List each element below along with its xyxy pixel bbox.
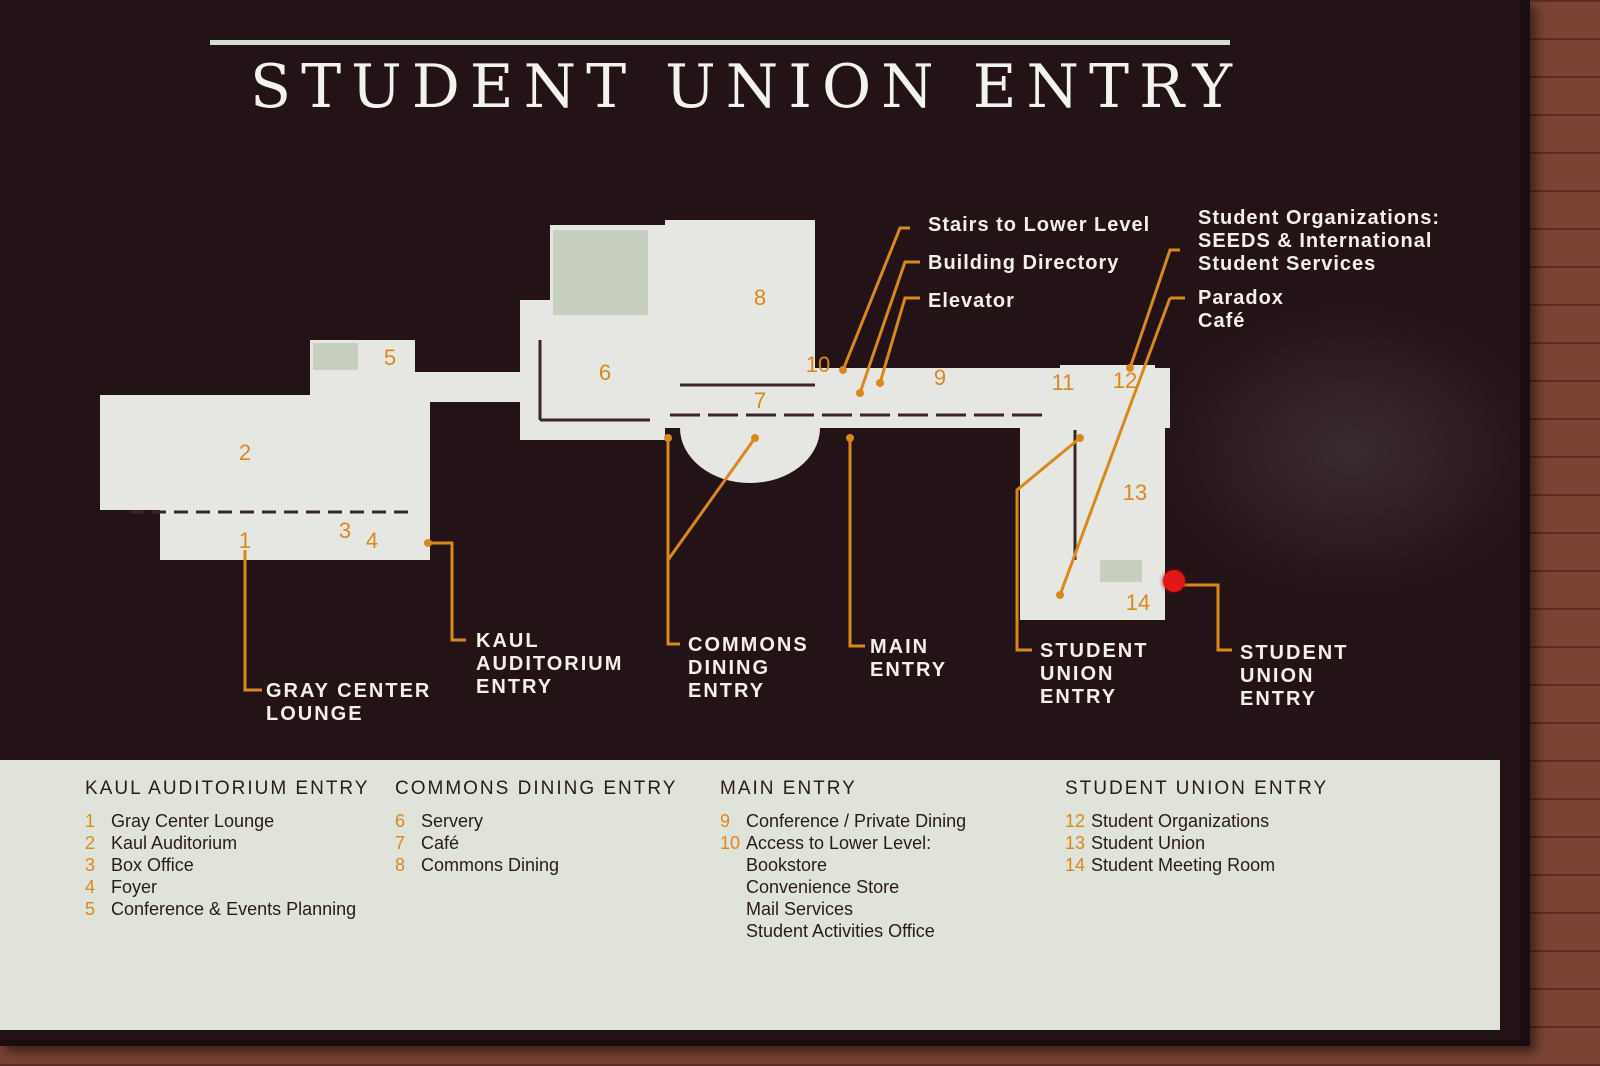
floor-plan: 1 2 3 4 5 6 7 8 9 10 11 12 13 14 [100,220,1232,692]
legend-subitem: Bookstore [746,855,828,875]
sign-title: STUDENT UNION ENTRY [250,52,1242,122]
room-number-3: 3 [339,518,351,543]
leader-dots [424,364,1134,599]
walls [130,340,1077,560]
room-numbers: 1 2 3 4 5 6 7 8 9 10 11 12 13 14 [239,285,1150,615]
room-number-1: 1 [239,528,251,553]
legend-subitem: Mail Services [746,899,854,919]
you-are-here-marker [1163,570,1185,592]
directory-sign: STUDENT UNION ENTRY [0,0,1530,1046]
connector-corridor [415,372,525,402]
legend-subitem: Student Activities Office [746,921,935,941]
building-footprint [100,220,1170,620]
commons-dining-block [665,220,815,370]
paradox-cafe-callout: Paradox Café [1198,287,1284,332]
leader-lines [243,226,1232,692]
legend-heading: MAIN ENTRY [720,778,857,799]
student-union-block [1020,415,1165,620]
elevator-callout: Elevator [928,290,1015,312]
room-number-10: 10 [806,352,830,377]
green-rooms [313,230,1142,582]
auditorium-block [100,395,430,510]
directory-callout: Building Directory [928,252,1120,274]
room-number-7: 7 [754,388,766,413]
cafe-rotunda [680,428,820,483]
legend-heading: KAUL AUDITORIUM ENTRY [85,778,370,799]
room-number-2: 2 [239,440,251,465]
room-number-6: 6 [599,360,611,385]
foyer-block [160,505,430,560]
legend-subitem: Convenience Store [746,877,900,897]
stairs-callout: Stairs to Lower Level [928,214,1151,236]
legend-heading: COMMONS DINING ENTRY [395,778,678,799]
room-number-11: 11 [1052,370,1075,395]
room-number-8: 8 [754,285,766,310]
room-number-4: 4 [366,528,378,553]
room-number-13: 13 [1123,480,1147,505]
student-orgs-block [1060,365,1155,415]
room-number-14: 14 [1126,590,1150,615]
legend-heading: STUDENT UNION ENTRY [1065,778,1329,799]
room-number-5: 5 [384,345,396,370]
servery-block [520,300,665,440]
room-number-12: 12 [1113,368,1137,393]
student-orgs-callout: Student Organizations: SEEDS & Internati… [1198,207,1440,275]
title-rule [210,40,1230,45]
room-number-9: 9 [934,365,946,390]
